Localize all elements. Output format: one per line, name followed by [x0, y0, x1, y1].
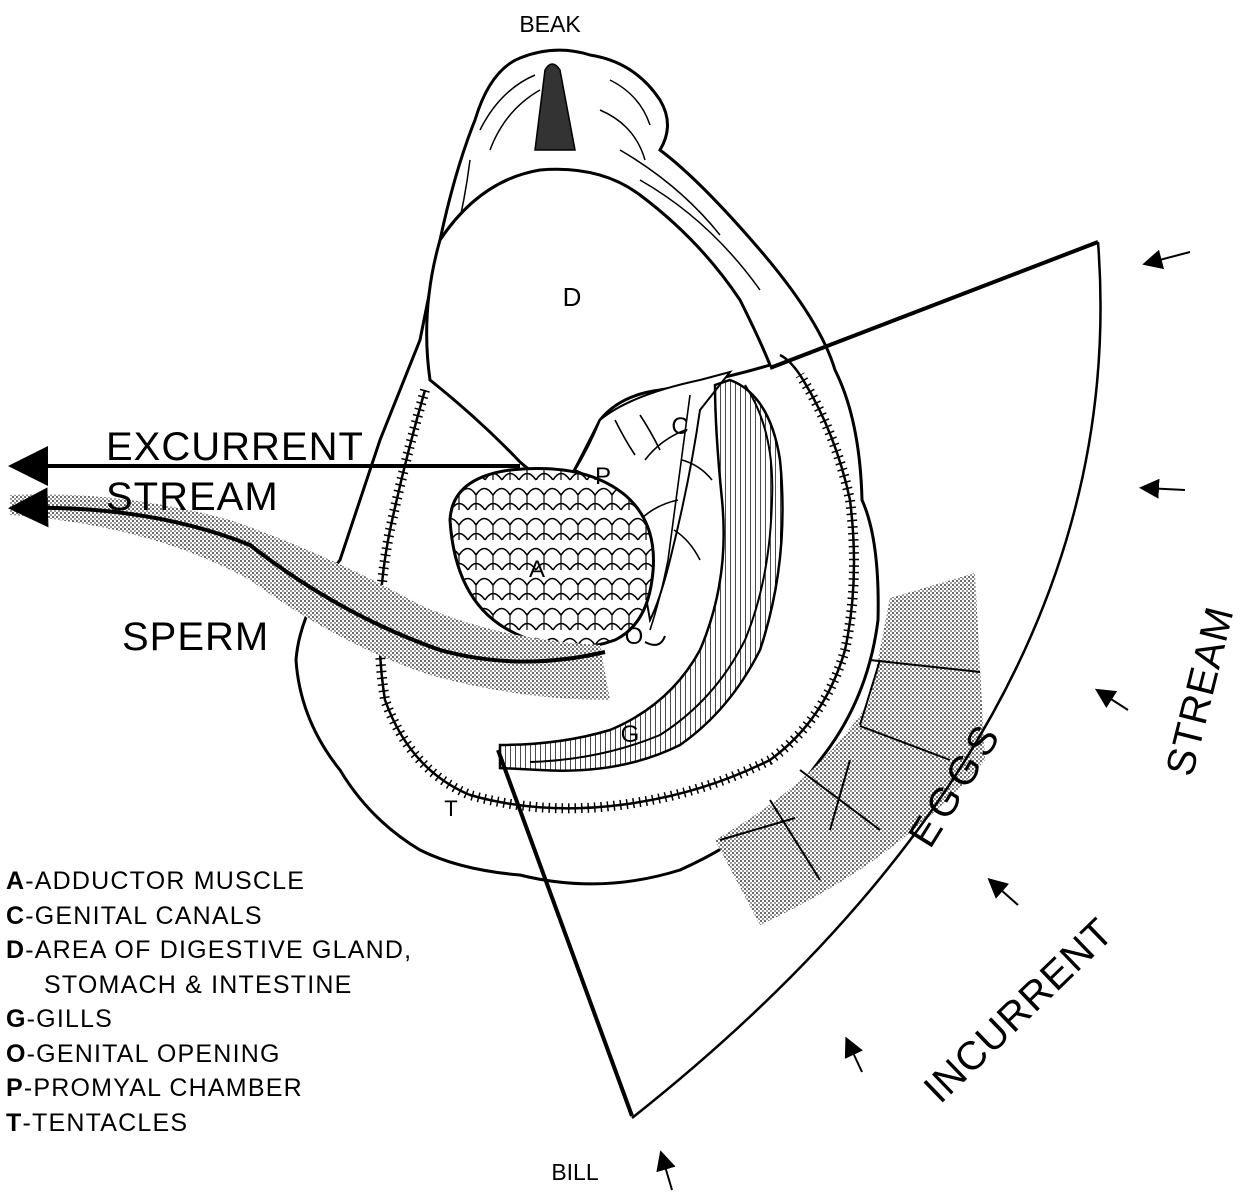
legend-item-a: A-ADDUCTOR MUSCLE	[6, 864, 412, 899]
excurrent-stream-label: STREAM	[106, 475, 279, 519]
legend: A-ADDUCTOR MUSCLE C-GENITAL CANALS D-ARE…	[6, 864, 412, 1140]
incurrent-stream-label: STREAM	[1158, 602, 1242, 780]
label-c: C	[671, 413, 688, 440]
legend-item-c: C-GENITAL CANALS	[6, 899, 412, 934]
legend-item-p: P-PROMYAL CHAMBER	[6, 1071, 412, 1106]
label-g: G	[621, 721, 640, 748]
bill-label: BILL	[551, 1159, 599, 1185]
legend-item-g: G-GILLS	[6, 1002, 412, 1037]
beak-label: BEAK	[519, 11, 581, 37]
legend-item-d-continued: STOMACH & INTESTINE	[6, 968, 412, 1003]
legend-item-d: D-AREA OF DIGESTIVE GLAND,	[6, 933, 412, 968]
legend-item-t: T-TENTACLES	[6, 1106, 412, 1141]
excurrent-label: EXCURRENT	[106, 425, 364, 469]
label-a: A	[529, 556, 545, 583]
label-p: P	[595, 463, 611, 490]
label-d: D	[563, 282, 582, 312]
incurrent-label: INCURRENT	[916, 910, 1122, 1112]
sperm-label: SPERM	[122, 615, 269, 659]
label-o: O	[625, 623, 644, 650]
label-t: T	[444, 796, 457, 821]
legend-item-o: O-GENITAL OPENING	[6, 1037, 412, 1072]
